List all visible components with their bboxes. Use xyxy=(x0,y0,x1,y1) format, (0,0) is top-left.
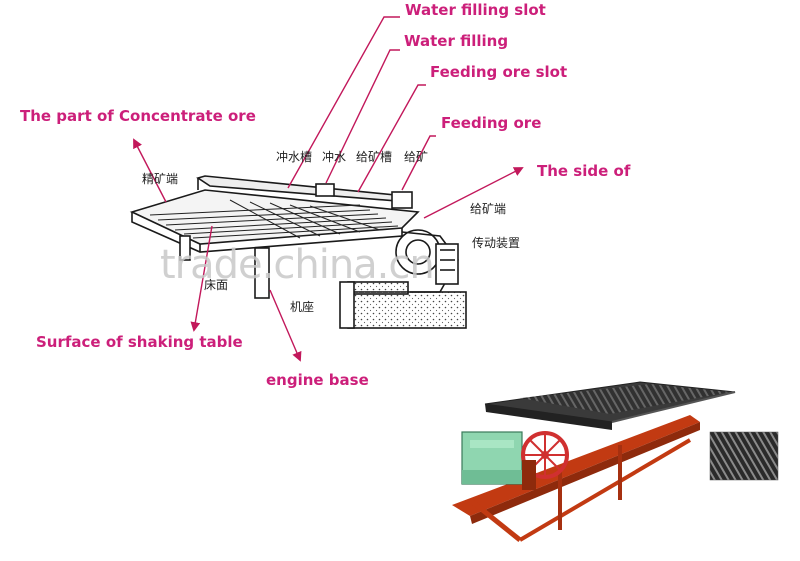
label-water-filling: Water filling xyxy=(404,32,509,50)
cn-label-feed-end: 给矿端 xyxy=(470,202,507,216)
cn-label-feed: 给矿 xyxy=(404,150,429,164)
shaking-table-photo-icon xyxy=(452,381,736,542)
pointer-lines xyxy=(133,16,524,362)
watermark-text: trade.china.cn xyxy=(160,242,435,288)
label-water-filling-slot: Water filling slot xyxy=(405,1,546,19)
cn-label-water: 冲水 xyxy=(322,150,347,164)
cn-label-water-slot: 冲水槽 xyxy=(276,150,313,164)
label-concentrate-part: The part of Concentrate ore xyxy=(20,107,256,125)
label-surface: Surface of shaking table xyxy=(36,333,243,351)
cn-label-concentrate-end: 精矿端 xyxy=(142,172,179,186)
label-feeding-ore: Feeding ore xyxy=(441,114,542,132)
label-feeding-ore-slot: Feeding ore slot xyxy=(430,63,568,81)
label-side-of: The side of xyxy=(537,162,631,180)
label-engine-base: engine base xyxy=(266,371,369,389)
cn-label-feed-slot: 给矿槽 xyxy=(356,150,393,164)
shaking-table-drawing xyxy=(129,175,467,329)
cn-label-drive: 传动装置 xyxy=(472,236,521,250)
cn-label-deck: 床面 xyxy=(204,278,229,292)
riffle-closeup-icon xyxy=(709,431,779,481)
cn-label-base: 机座 xyxy=(290,300,315,314)
